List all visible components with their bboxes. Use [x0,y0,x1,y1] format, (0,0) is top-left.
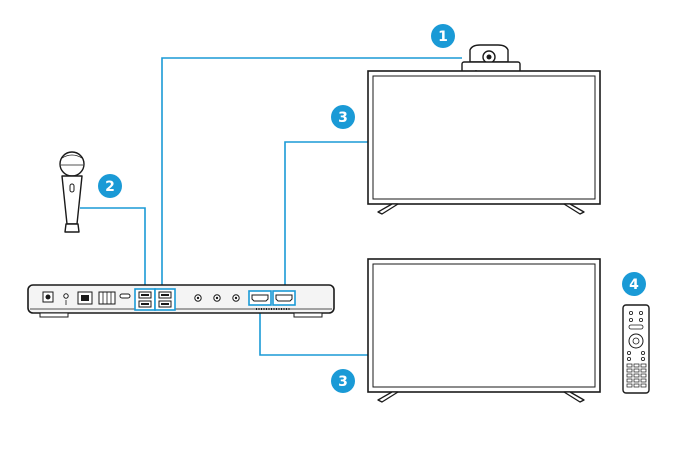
conference-hub [27,284,335,318]
cable-microphone [80,207,146,290]
cable-camera [161,57,462,290]
cables [80,57,462,356]
badge-display-top: 3 [331,105,355,129]
microphone [59,151,85,233]
conference-hub-icon [27,284,335,318]
badge-number: 3 [338,374,348,390]
display-top [367,70,601,215]
badge-display-bottom: 3 [331,369,355,393]
microphone-icon [59,151,85,233]
display-bottom [367,258,601,403]
tv-display-icon [367,258,601,403]
badge-number: 1 [438,29,448,45]
webcam-icon [461,44,521,73]
tv-display-icon [367,70,601,215]
badge-number: 2 [105,179,115,195]
usb-c-port [119,293,131,299]
badge-microphone: 2 [98,174,122,198]
badge-camera: 1 [431,24,455,48]
remote-control [622,304,650,394]
badge-number: 3 [338,110,348,126]
badge-number: 4 [629,277,639,293]
webcam [461,44,521,73]
remote-control-icon [622,304,650,394]
cable-display-bottom [259,310,368,356]
badge-remote: 4 [622,272,646,296]
reset-button [63,293,69,299]
cable-display-top [284,141,368,292]
